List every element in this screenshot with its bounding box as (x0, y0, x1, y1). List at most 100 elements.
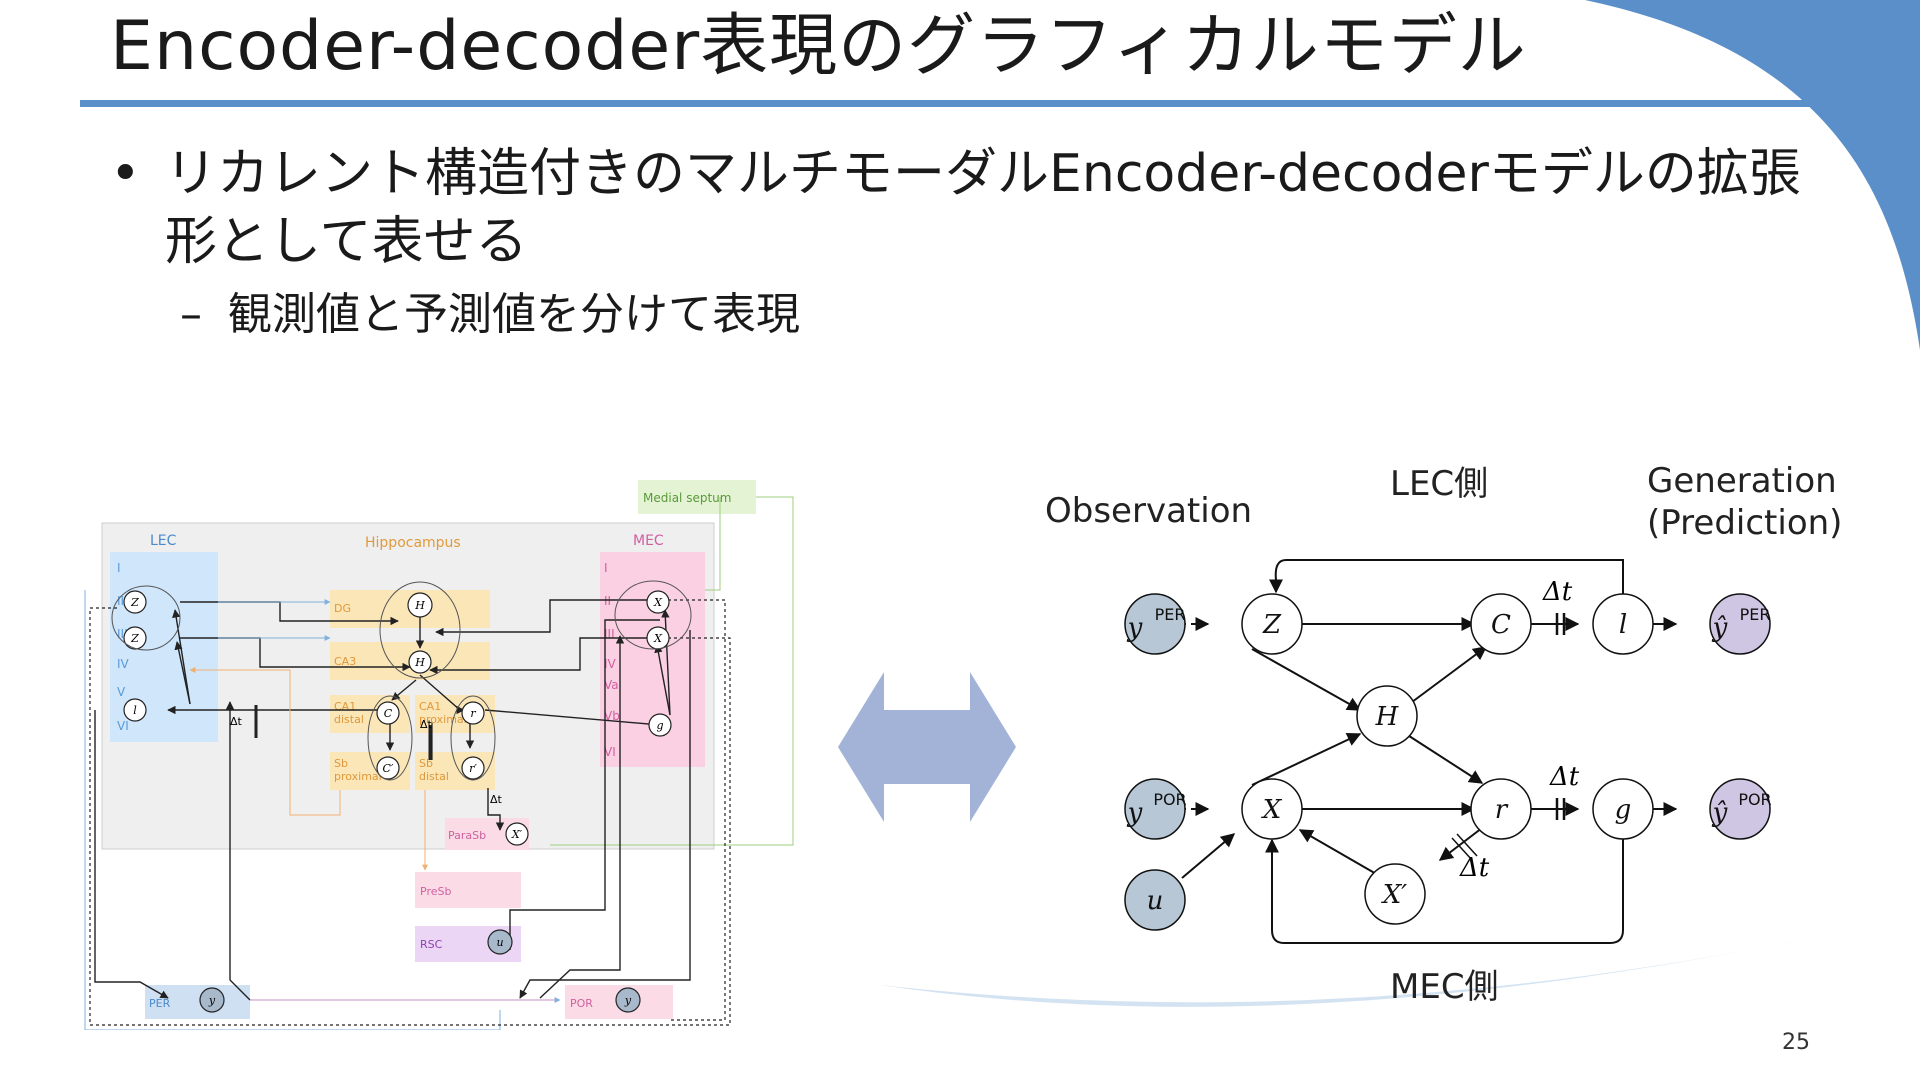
rsc-label: RSC (420, 938, 443, 951)
node-g-left-label: g (656, 719, 663, 732)
node-y-por-sup: POR (1153, 790, 1186, 809)
node-u (1124, 869, 1186, 931)
node-x-prime-label: X′ (1381, 880, 1408, 910)
right-delta-t-top: Δt (1542, 577, 1573, 607)
lec-layer-i: I (117, 561, 121, 575)
ca1-distal-label: CA1 (334, 700, 356, 713)
mec-layer-iii: III (604, 627, 615, 641)
node-y-per-left (199, 987, 225, 1013)
right-delta-t-mid: Δt (1549, 762, 1580, 792)
hippocampus-label: Hippocampus (365, 535, 461, 551)
node-l-left-label: l (133, 704, 137, 717)
sb-distal-label: Sb (419, 757, 433, 770)
mec-layer-iv: IV (604, 657, 617, 671)
node-g-label: g (1615, 795, 1632, 825)
title-underline (80, 100, 1832, 107)
sb-proximal-label-2: proximal (334, 770, 382, 783)
ca3-label: CA3 (334, 655, 356, 668)
node-g-left (648, 713, 672, 737)
node-y-por (1124, 778, 1186, 840)
main-bullet-text: リカレント構造付きのマルチモーダルEncoder-decoderモデルの拡張形と… (165, 144, 1801, 272)
node-y-per (1124, 593, 1186, 655)
lec-side-label: LEC側 (1390, 464, 1488, 504)
observation-label: Observation (1045, 491, 1252, 531)
node-g (1592, 778, 1654, 840)
parasb-label: ParaSb (448, 829, 486, 842)
per-label: PER (149, 997, 171, 1010)
node-x-label: X (1261, 795, 1283, 825)
node-z-iii (123, 626, 147, 650)
node-z-ii (123, 590, 147, 614)
node-l (1592, 593, 1654, 655)
mec-layer-vb: Vb (604, 709, 620, 723)
node-c (376, 701, 400, 725)
ca1-proximal-label-2: proximal (419, 713, 467, 726)
node-y-per-sup: PER (1155, 605, 1186, 624)
sub-bullet-text: 観測値と予測値を分けて表現 (228, 289, 800, 340)
node-h (1356, 685, 1418, 747)
mec-column (600, 552, 705, 767)
lec-layer-v: V (117, 685, 126, 699)
node-x (1241, 778, 1303, 840)
left-delta-t-1: Δt (230, 715, 243, 728)
ca1-proximal-label: CA1 (419, 700, 441, 713)
node-c-prime-label: C′ (383, 762, 394, 775)
double-arrow-icon (838, 672, 1016, 822)
encoder-decoder-diagram: Observation LEC側 Generation (Prediction)… (1045, 461, 1842, 1007)
node-h-dg-label: H (414, 599, 425, 612)
presb-box (415, 872, 521, 908)
node-yhat-por-sup: POR (1738, 790, 1771, 809)
node-y-por-left (615, 987, 641, 1013)
node-u-label: u (1147, 886, 1164, 916)
node-l-left (123, 698, 147, 722)
sb-distal-label-2: distal (419, 770, 449, 783)
top-right-swoosh (1585, 0, 1920, 350)
node-x-ii-label: X (653, 596, 663, 609)
node-c-label: C (1491, 610, 1511, 640)
node-c-label: C (384, 707, 393, 720)
sub-bullet: –観測値と予測値を分けて表現 (180, 285, 800, 345)
node-y-per-left-label: y (208, 994, 216, 1007)
prediction-label: (Prediction) (1647, 503, 1842, 543)
node-r-prime (461, 756, 485, 780)
node-r-prime-label: r′ (469, 762, 477, 775)
por-label: POR (570, 997, 593, 1010)
node-h-dg (407, 592, 433, 618)
medial-septum-box (638, 480, 756, 514)
node-yhat-por (1709, 778, 1771, 840)
node-z (1241, 593, 1303, 655)
medial-septum-label: Medial septum (643, 491, 731, 505)
bullet-dot: • (110, 144, 141, 204)
page-number: 25 (1782, 1030, 1810, 1055)
node-z-iii-label: Z (130, 632, 139, 645)
node-z-ii-label: Z (130, 596, 139, 609)
node-z-label: Z (1262, 610, 1282, 640)
node-y-per-label: y (1127, 613, 1143, 643)
anatomical-model-diagram: Medial septum LEC I II III IV V VI Hippo… (84, 480, 794, 1030)
mec-side-label: MEC側 (1390, 967, 1499, 1007)
node-c-prime (376, 756, 400, 780)
sb-proximal-label: Sb (334, 757, 348, 770)
presb-label: PreSb (420, 885, 451, 898)
node-r-label: r (1495, 795, 1509, 825)
node-h-iii (408, 650, 432, 674)
node-x-prime-left (505, 822, 529, 846)
node-c (1470, 593, 1532, 655)
node-yhat-per (1709, 593, 1771, 655)
dg-label: DG (334, 602, 351, 615)
node-u-left (487, 929, 513, 955)
left-delta-t-2: Δt (420, 718, 433, 731)
node-y-por-left-label: y (624, 994, 632, 1007)
mec-layer-ii: II (604, 594, 611, 608)
node-r-label: r (470, 707, 476, 720)
lec-layer-iii: III (117, 627, 128, 641)
sub-bullet-dash: – (180, 289, 202, 340)
slide-title: Encoder-decoder表現のグラフィカルモデル (110, 7, 1527, 86)
lec-label: LEC (150, 533, 177, 549)
node-y-por-label: y (1127, 798, 1143, 828)
mec-layer-vi: VI (604, 745, 616, 759)
node-r (461, 701, 485, 725)
left-delta-t-3: Δt (490, 793, 503, 806)
node-r (1470, 778, 1532, 840)
